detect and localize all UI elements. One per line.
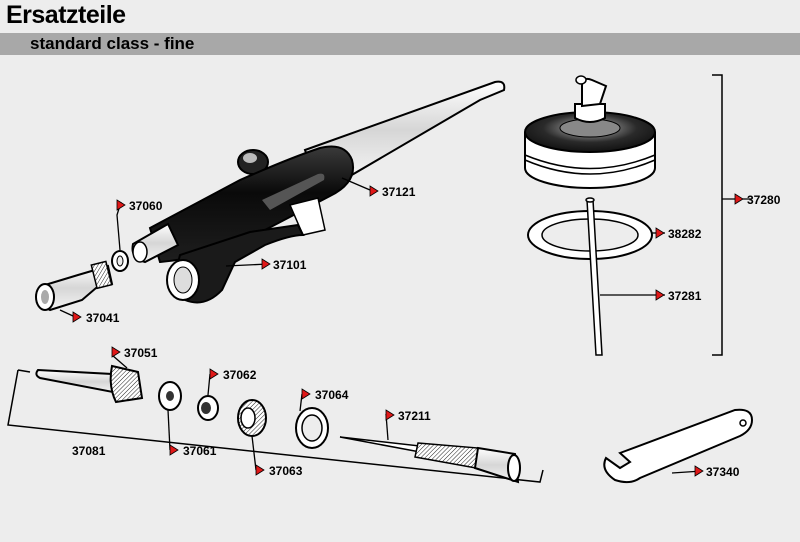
label-37081: 37081: [72, 444, 106, 458]
label-37211: 37211: [398, 409, 431, 423]
nozzle-set-frame: [7, 369, 544, 483]
label-37062: 37062: [223, 368, 257, 382]
label-markers: [72, 185, 744, 477]
label-37121: 37121: [382, 185, 416, 199]
label-37280: 37280: [747, 193, 781, 207]
label-37340: 37340: [706, 465, 740, 479]
label-37281: 37281: [668, 289, 702, 303]
cone-nozzle-part: [35, 364, 144, 404]
color-cup-lid: [524, 75, 656, 189]
label-37041: 37041: [86, 311, 120, 325]
page-title: Ersatzteile: [6, 1, 126, 29]
nozzle-cap-part: [35, 260, 114, 312]
label-37060: 37060: [129, 199, 163, 213]
label-37051: 37051: [124, 346, 158, 360]
small-nozzle: [197, 395, 219, 421]
label-37061: 37061: [183, 444, 217, 458]
airbrush-assembly: [131, 80, 506, 304]
cup-assembly-bracket: [712, 74, 723, 356]
subtitle-bar: [0, 33, 800, 55]
page-subtitle: standard class - fine: [30, 34, 195, 53]
label-37063: 37063: [269, 464, 303, 478]
wrench-part: [603, 408, 754, 484]
label-37064: 37064: [315, 388, 349, 402]
label-38282: 38282: [668, 227, 702, 241]
label-37101: 37101: [273, 258, 307, 272]
needle-part: [339, 436, 521, 484]
knurled-ring: [237, 399, 267, 437]
